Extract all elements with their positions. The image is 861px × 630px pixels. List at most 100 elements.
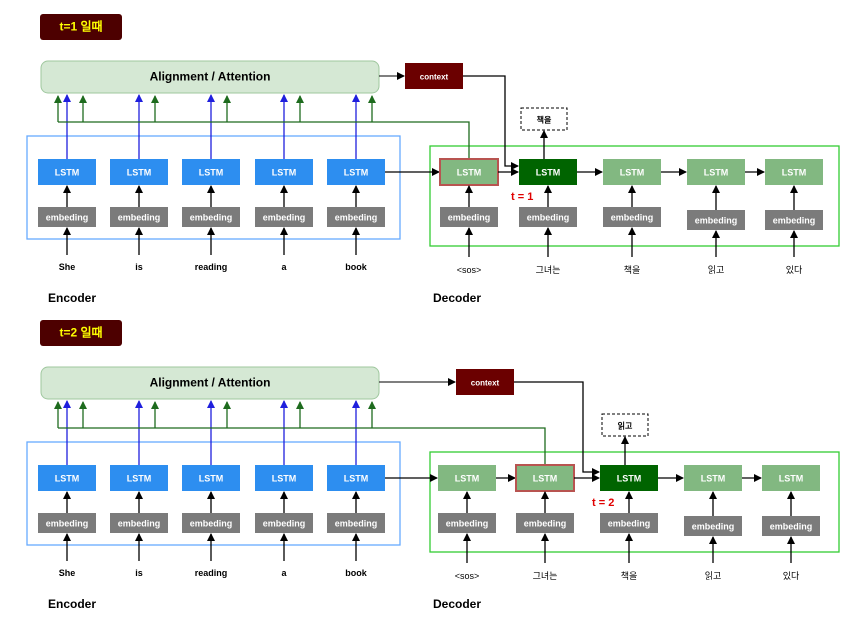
encoder-embedding-2: embeding — [182, 207, 240, 227]
encoder-embedding-0-label: embeding — [46, 519, 89, 529]
context-box-shape — [456, 369, 514, 395]
decoder-embedding-2: embeding — [600, 513, 658, 533]
decoder-embedding-4-shape — [765, 210, 823, 230]
decoder-lstm-4-shape — [762, 465, 820, 491]
encoder-lstm-2: LSTM — [182, 465, 240, 491]
decoder-input-word-4: 있다 — [783, 570, 800, 581]
encoder-lstm-3: LSTM — [255, 465, 313, 491]
context-to-decoder-arrow — [514, 381, 600, 476]
decoder-embedding-0-label: embeding — [446, 519, 489, 529]
encoder-lstm-1-shape — [110, 159, 168, 185]
encoder-embedding-0: embeding — [38, 207, 96, 227]
decoder-embedding-2-label: embeding — [611, 213, 654, 223]
encoder-lstm-4: LSTM — [327, 465, 385, 491]
context-box-label: context — [471, 379, 500, 388]
encoder-lstm-2: LSTM — [182, 159, 240, 185]
decoder-embedding-4-shape — [762, 516, 820, 536]
decoder-lstm-4: LSTM — [762, 465, 820, 491]
decoder-container — [429, 145, 840, 247]
encoder-lstm-3: LSTM — [255, 159, 313, 185]
attention-box-label: Alignment / Attention — [150, 70, 271, 84]
encoder-lstm-1: LSTM — [110, 465, 168, 491]
section-title-badge-shape — [40, 14, 122, 40]
decoder-input-word-3: 읽고 — [708, 265, 725, 275]
encoder-embedding-2-label: embeding — [190, 213, 233, 223]
decoder-lstm-3-label: LSTM — [701, 474, 726, 484]
encoder-lstm-0-shape — [38, 465, 96, 491]
encoder-embedding-1: embeding — [110, 513, 168, 533]
encoder-lstm-0: LSTM — [38, 159, 96, 185]
encoder-input-word-2: reading — [195, 568, 228, 578]
encoder-input-word-0: She — [59, 568, 76, 578]
encoder-lstm-0: LSTM — [38, 465, 96, 491]
context-box: context — [456, 369, 514, 395]
decoder-lstm-1: LSTM — [515, 464, 575, 492]
decoder-embedding-1-label: embeding — [527, 213, 570, 223]
encoder-embedding-1: embeding — [110, 207, 168, 227]
context-box-shape — [405, 63, 463, 89]
decoder-lstm-1-label: LSTM — [533, 474, 558, 484]
encoder-input-word-4: book — [345, 568, 367, 578]
context-box-label: context — [420, 73, 449, 82]
encoder-input-word-3: a — [281, 262, 287, 272]
decoder-embedding-4: embeding — [762, 516, 820, 536]
time-step-label: t = 2 — [592, 497, 614, 509]
encoder-embedding-0-shape — [38, 513, 96, 533]
section-title-badge: t=2 일때 — [40, 320, 122, 346]
encoder-input-word-2: reading — [195, 262, 228, 272]
encoder-lstm-4-shape — [327, 159, 385, 185]
decoder-lstm-2-label: LSTM — [617, 474, 642, 484]
encoder-input-word-3: a — [281, 568, 287, 578]
encoder-lstm-0-label: LSTM — [55, 474, 80, 484]
decoder-input-word-1: 그녀는 — [536, 265, 561, 275]
encoder-lstm-2-shape — [182, 159, 240, 185]
context-box: context — [405, 63, 463, 89]
encoder-embedding-2-shape — [182, 207, 240, 227]
attention-box-shape — [40, 366, 380, 400]
decoder-embedding-0: embeding — [438, 513, 496, 533]
decoder-lstm-2-shape — [603, 159, 661, 185]
encoder-embedding-3-shape — [255, 207, 313, 227]
decoder-container — [429, 451, 840, 553]
encoder-lstm-2-label: LSTM — [199, 474, 224, 484]
section-title-badge-label: t=2 일때 — [59, 326, 102, 340]
encoder-embedding-0-shape — [38, 207, 96, 227]
decoder-input-word-4: 있다 — [786, 264, 803, 275]
decoder-embedding-4: embeding — [765, 210, 823, 230]
decoder-embedding-1-shape — [516, 513, 574, 533]
encoder-embedding-0: embeding — [38, 513, 96, 533]
encoder-lstm-4-shape — [327, 465, 385, 491]
decoder-input-word-3: 읽고 — [705, 571, 722, 581]
decoder-input-word-2: 책을 — [621, 570, 638, 581]
decoder-embedding-4-label: embeding — [773, 216, 816, 226]
encoder-embedding-3-shape — [255, 513, 313, 533]
decoder-lstm-0-shape — [438, 465, 496, 491]
encoder-embedding-1-shape — [110, 207, 168, 227]
attention-box-label: Alignment / Attention — [150, 376, 271, 390]
decoder-lstm-4: LSTM — [765, 159, 823, 185]
encoder-embedding-2: embeding — [182, 513, 240, 533]
encoder-embedding-0-label: embeding — [46, 213, 89, 223]
decoder-embedding-3-label: embeding — [692, 522, 735, 532]
decoder-embedding-2-label: embeding — [608, 519, 651, 529]
encoder-label: Encoder — [48, 597, 96, 611]
attention-box: Alignment / Attention — [40, 60, 380, 94]
decoder-embedding-4-label: embeding — [770, 522, 813, 532]
decoder-lstm-1-shape — [519, 159, 577, 185]
decoder-lstm-4-label: LSTM — [779, 474, 804, 484]
decoder-embedding-1-label: embeding — [524, 519, 567, 529]
encoder-embedding-4-shape — [327, 207, 385, 227]
encoder-input-word-4: book — [345, 262, 367, 272]
attention-box: Alignment / Attention — [40, 366, 380, 400]
decoder-input-word-0: <sos> — [457, 265, 482, 275]
encoder-embedding-3: embeding — [255, 207, 313, 227]
encoder-lstm-3-label: LSTM — [272, 474, 297, 484]
encoder-embedding-2-shape — [182, 513, 240, 533]
decoder-embedding-2-shape — [603, 207, 661, 227]
encoder-lstm-1-label: LSTM — [127, 168, 152, 178]
encoder-embedding-4-label: embeding — [335, 213, 378, 223]
decoder-input-word-0: <sos> — [455, 571, 480, 581]
section-title-badge-shape — [40, 320, 122, 346]
